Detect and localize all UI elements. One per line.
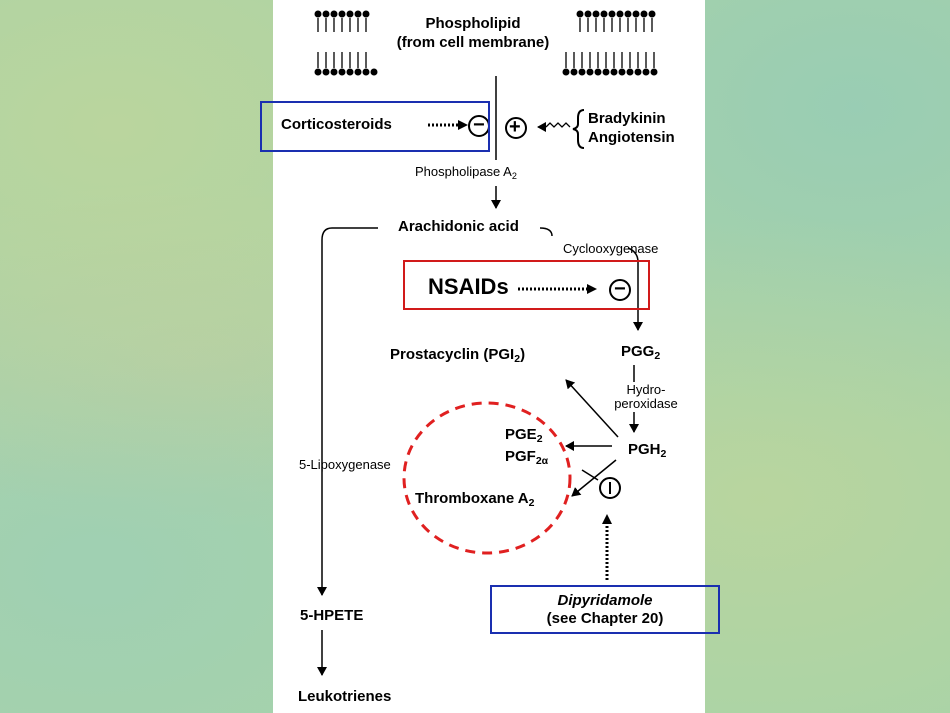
pge-pgf-labels: PGE2 PGF2α	[505, 426, 549, 467]
hydroperoxidase-label: Hydro- peroxidase	[614, 382, 678, 411]
stimulate-circle	[505, 117, 527, 139]
wavy-arrow	[545, 122, 571, 128]
prostacyclin-label: Prostacyclin (PGI2)	[390, 346, 526, 365]
membrane-bilayer-right	[562, 10, 658, 76]
inhibit-symbol-corticosteroid: −	[473, 114, 485, 136]
corticosteroids-label: Corticosteroids	[281, 116, 392, 133]
prostacyclin-arrow	[565, 379, 619, 438]
corticosteroid-box	[260, 101, 490, 152]
thromboxane-label: Thromboxane A2	[415, 490, 535, 509]
leukotrienes-label: Leukotrienes	[298, 688, 392, 705]
dashed-highlight-circle	[402, 401, 572, 555]
hpete-label: 5-HPETE	[300, 607, 364, 624]
phospholipid-label: Phospholipid (from cell membrane)	[396, 15, 550, 51]
stimulator-labels: Bradykinin Angiotensin	[588, 110, 675, 146]
dipyridamole-box	[490, 585, 720, 634]
lipoxygenase-label: 5-Lipoxygenase	[299, 457, 391, 472]
stimulate-symbol: +	[509, 116, 521, 138]
inhibit-symbol-nsaid: −	[614, 278, 626, 300]
membrane-bilayer-left	[314, 10, 378, 76]
brace	[572, 109, 585, 149]
cyclooxygenase-label: Cyclooxygenase	[563, 241, 659, 256]
dipyridamole-labels: Dipyridamole (see Chapter 20)	[546, 592, 664, 627]
inhibit-circle-nsaid	[609, 279, 631, 301]
pgh2-label: PGH2	[628, 441, 667, 460]
nsaid-box	[403, 260, 650, 310]
arachidonic-acid-label: Arachidonic acid	[398, 218, 519, 235]
phospholipase-label: Phospholipase A2	[415, 164, 517, 181]
lipoxygenase-branch	[317, 227, 378, 596]
pgg2-label: PGG2	[621, 343, 661, 362]
nsaids-label: NSAIDs	[428, 274, 509, 299]
